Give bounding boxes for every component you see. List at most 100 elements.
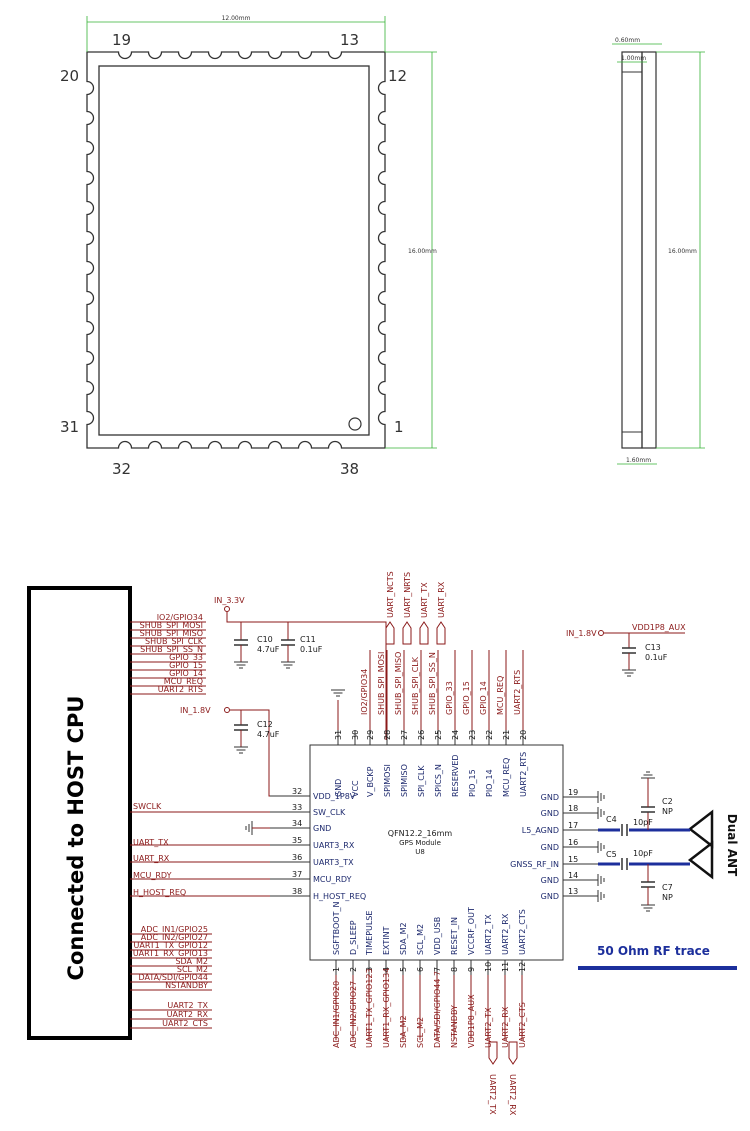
c12-value: 4.7uF (257, 730, 280, 739)
pin-26-num: 26 (417, 730, 426, 740)
c10-ref: C10 (257, 635, 273, 644)
host-mid-net-4: H_HOST_REQ (133, 888, 186, 897)
bottom-net-1: ADC_IN2/GPIO27 (349, 981, 358, 1048)
pin-34-num: 34 (292, 819, 302, 828)
in33-label: IN_3.3V (214, 596, 245, 605)
bottom-net-11: UART2_CTS (518, 1002, 527, 1048)
bottom-net-7: NSTANDBY (450, 1005, 459, 1048)
ground-right-icon (597, 841, 605, 853)
pin-8-name: RESET_IN (450, 917, 459, 955)
port-arrow-icon (508, 1041, 518, 1065)
corner-32: 32 (112, 460, 131, 478)
pin-22-name: PIO_14 (485, 769, 494, 797)
corner-12: 12 (388, 67, 407, 85)
port-arrow-icon (419, 621, 429, 645)
top-net-2: IO2/GPIO34 (360, 669, 369, 715)
vdd-aux-label: VDD1P8_AUX (632, 623, 686, 632)
pin-3-num: 3 (365, 967, 374, 972)
host-bottom-net-4: SDA_M2 (175, 957, 208, 966)
c2-ref: C2 (662, 797, 673, 806)
ground-c2-icon (641, 771, 655, 779)
pin-17-name: L5_AGND (522, 826, 559, 835)
top-net-9: GPIO_14 (479, 681, 488, 715)
pin-36-name: UART3_TX (313, 858, 354, 867)
ground-pin31-icon (331, 689, 345, 697)
pin-24-name: RESERVED (451, 754, 460, 797)
pin-11-num: 11 (501, 962, 510, 972)
pin-12-name: UART2_CTS (518, 909, 527, 955)
pin-23-name: PIO_15 (468, 769, 477, 797)
pin-13-num: 13 (568, 887, 578, 896)
vcc-wire (226, 612, 387, 740)
host-bottom-net-3: UART1_RX_GPIO13 (133, 949, 208, 958)
antenna-label: Dual ANT (725, 814, 739, 877)
c5-ref: C5 (606, 850, 617, 859)
port-arrow-icon (385, 621, 395, 645)
corner-13: 13 (340, 31, 359, 49)
pin-19-num: 19 (568, 788, 578, 797)
bottom-net-4: SDA_M2 (399, 1015, 408, 1048)
pin-25-num: 25 (434, 730, 443, 740)
host-net-5: GPIO_33 (169, 653, 203, 662)
c13-value: 0.1uF (645, 653, 668, 662)
ground-icon (281, 661, 295, 669)
pin-7-name: VDD_USB (433, 917, 442, 955)
pin-36-num: 36 (292, 853, 302, 862)
pin-20-name: UART2_RTS (519, 752, 528, 797)
pin-13-name: GND (541, 892, 559, 901)
pin-31-name: GND (334, 779, 343, 797)
top-port-2: UART_TX (420, 582, 429, 618)
pin-10-num: 10 (484, 962, 493, 972)
side-dim-top-outer: 0.60mm (615, 37, 640, 44)
pin-30-name: VCC (351, 780, 360, 797)
pin-30-num: 30 (351, 730, 360, 740)
pin-23-num: 23 (468, 730, 477, 740)
host-bottom-net-2: UART1_TX_GPIO12 (133, 941, 208, 950)
host-bottom-net-10: UART2_CTS (162, 1019, 208, 1028)
pin-29-num: 29 (366, 730, 375, 740)
top-net-7: GPIO_33 (445, 681, 454, 715)
pin-26-name: SPI_CLK (417, 765, 426, 797)
pin-32-num: 32 (292, 787, 302, 796)
host-net-labels: IO2/GPIO34SHUB_SPI_MOSISHUB_SPI_MISOSHUB… (130, 613, 212, 1029)
ground-c7-icon (641, 904, 655, 912)
ic-desc: GPS Module (399, 839, 441, 847)
c12-ref: C12 (257, 720, 273, 729)
pin-6-name: SCL_M2 (416, 924, 425, 955)
host-net-4: SHUB_SPI_SS_N (140, 645, 203, 654)
c2-value: NP (662, 807, 673, 816)
pin-37-name: MCU_RDY (313, 875, 352, 884)
pin-38-name: H_HOST_REQ (313, 892, 366, 901)
package-top-view: 19 13 20 31 12 1 32 38 12.00mm 16.00mm (60, 15, 437, 478)
port-arrow-icon (402, 621, 412, 645)
host-mid-net-2: UART_RX (133, 854, 170, 863)
pin-22-num: 22 (485, 730, 494, 740)
pin-37-num: 37 (292, 870, 302, 879)
pin-5-num: 5 (399, 967, 408, 972)
pin-18-name: GND (541, 809, 559, 818)
pin-15-name: GNSS_RF_IN (510, 860, 559, 869)
pin-18-num: 18 (568, 804, 578, 813)
pin-2-num: 2 (349, 967, 358, 972)
pin-21-num: 21 (502, 730, 511, 740)
host-mid-net-3: MCU_RDY (133, 871, 172, 880)
host-bottom-net-6: DATA/SDI/GPIO44 (139, 973, 208, 982)
pin-4-name: EXTINT (382, 926, 391, 955)
pin-12-num: 12 (518, 962, 527, 972)
pin-6-num: 6 (416, 967, 425, 972)
corner-31: 31 (60, 418, 79, 436)
ic-ref: U8 (415, 848, 425, 856)
c4-value: 10pF (633, 818, 653, 827)
ic-name: QFN12.2_16mm (388, 829, 453, 838)
pin1-marker (348, 417, 362, 431)
pin-27-num: 27 (400, 730, 409, 740)
pin-21-name: MCU_REQ (502, 758, 511, 797)
corner-38: 38 (340, 460, 359, 478)
pin-8-num: 8 (450, 967, 459, 972)
c7-ref: C7 (662, 883, 673, 892)
pin-35-name: UART3_RX (313, 841, 355, 850)
pin-4-num: 4 (382, 967, 391, 972)
